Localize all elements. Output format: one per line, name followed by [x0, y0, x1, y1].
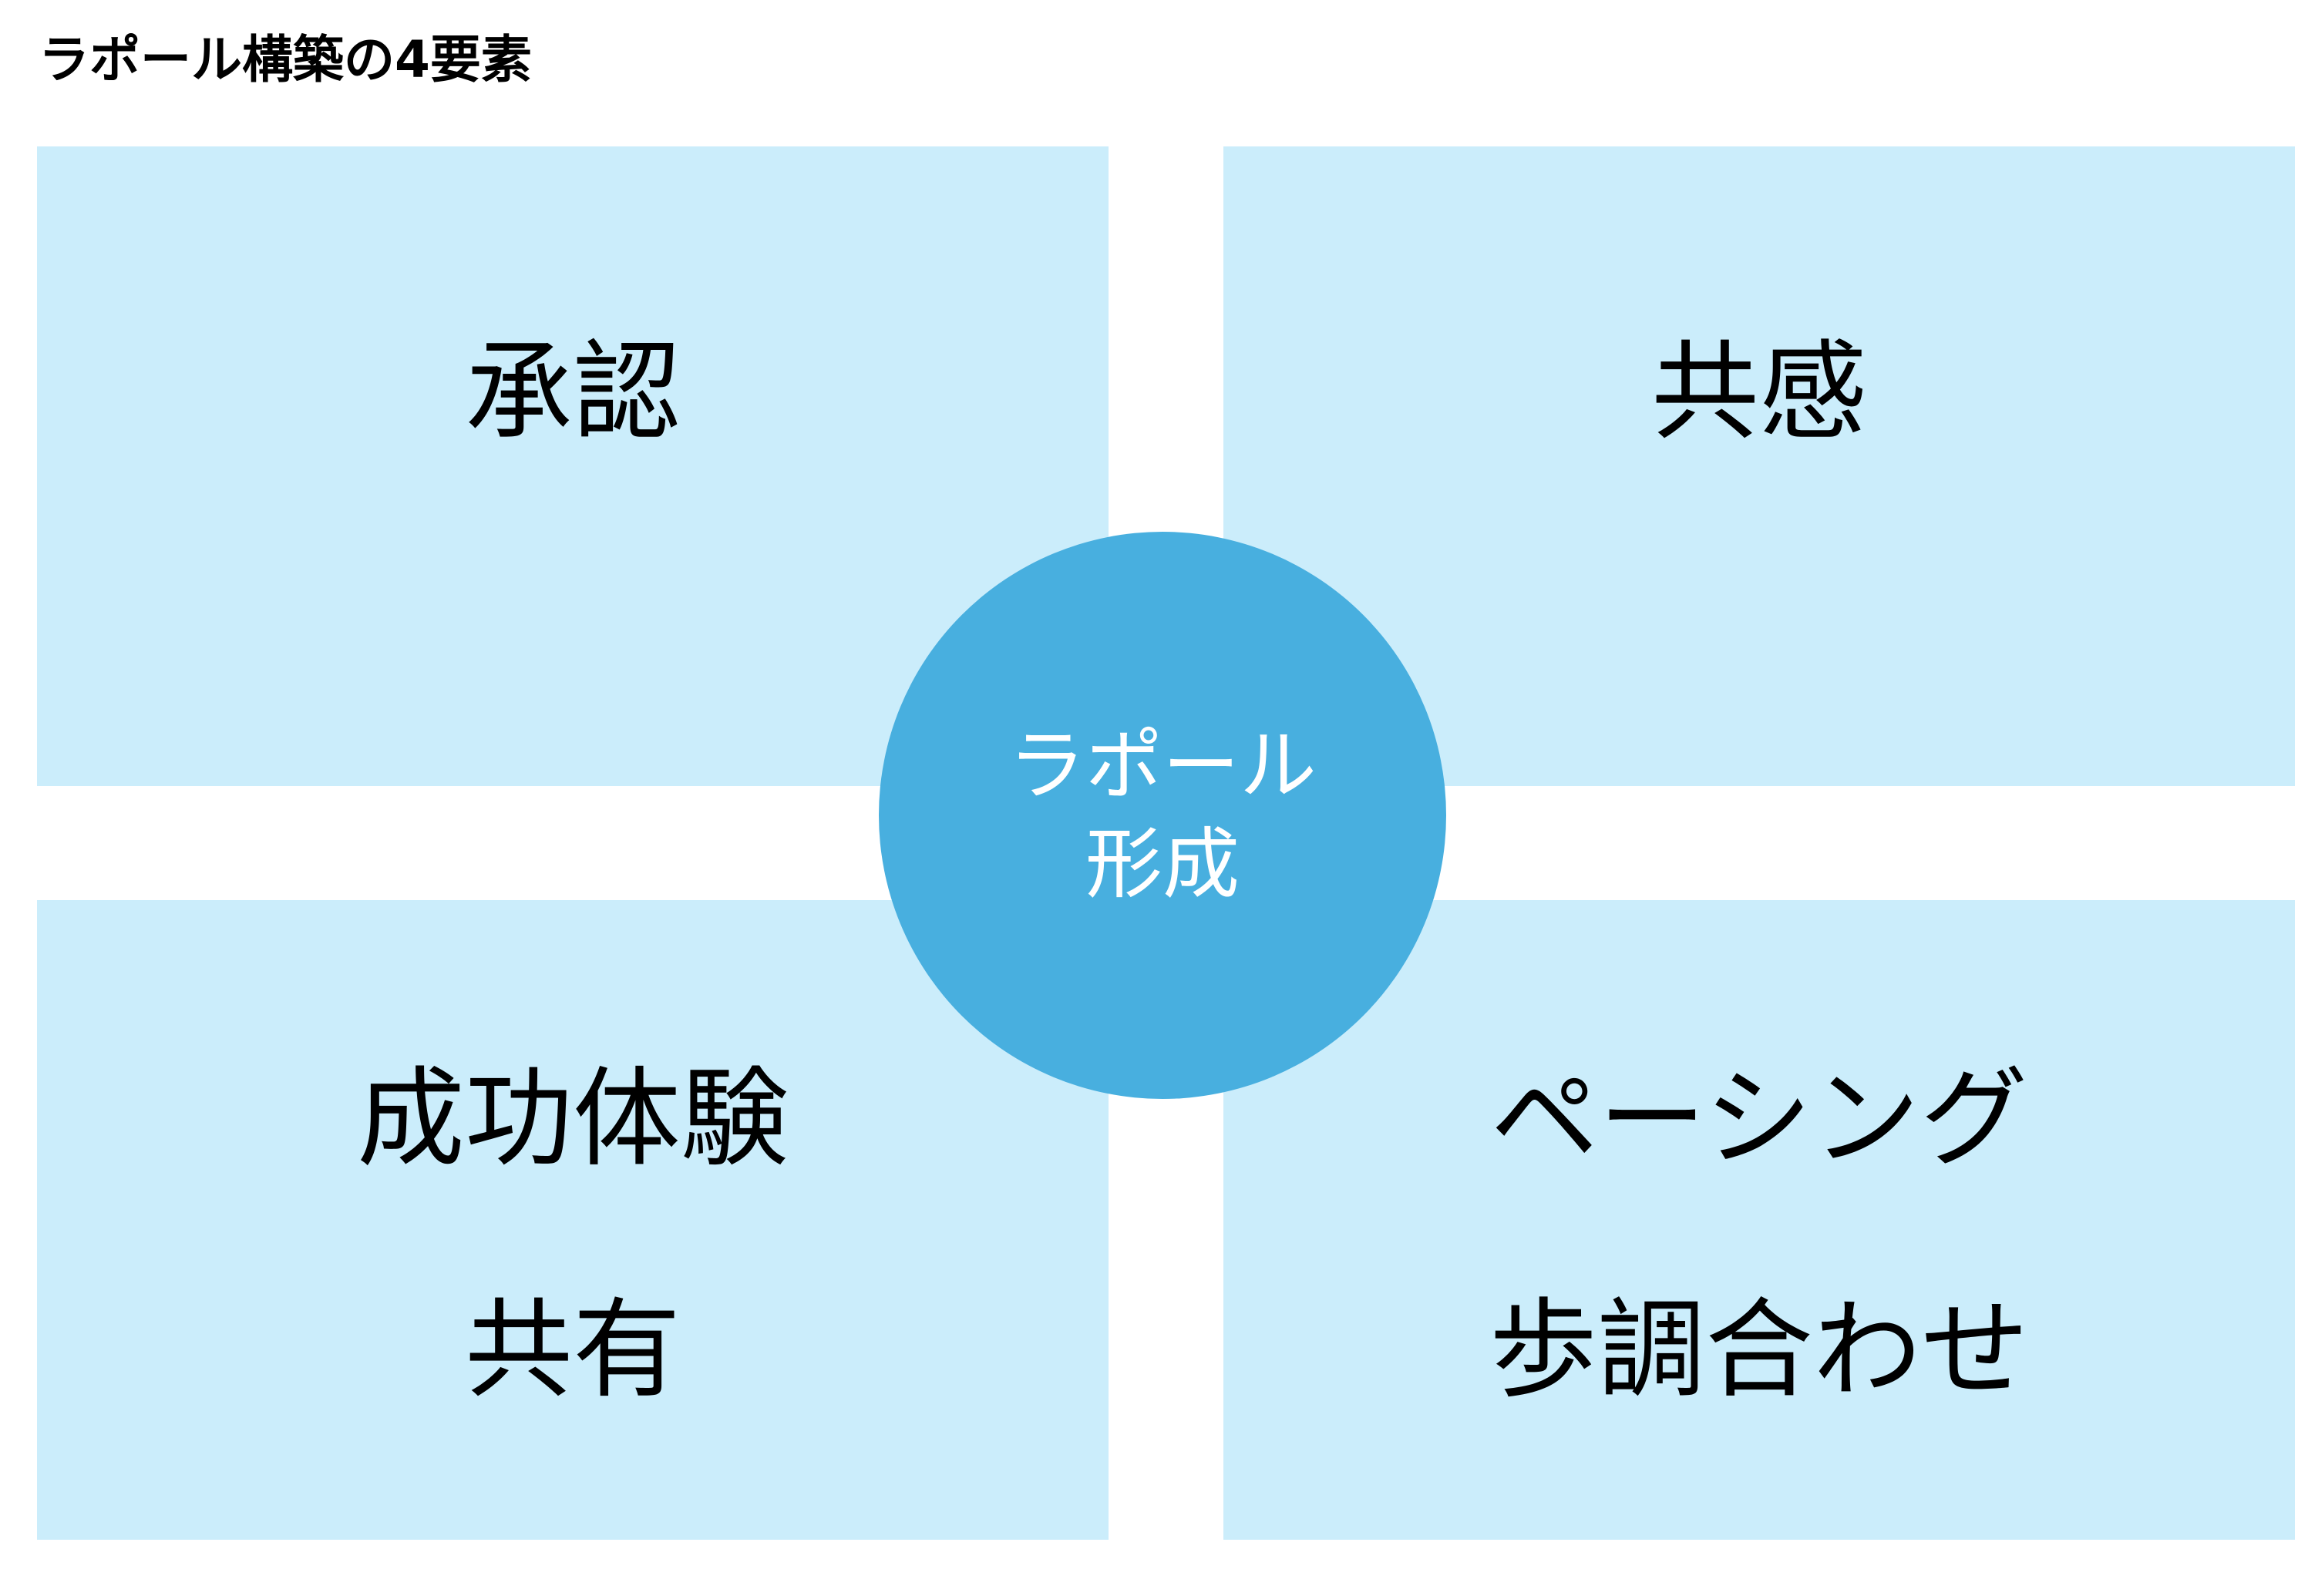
quadrant-sublabel: 共有	[464, 1288, 681, 1413]
center-label: ラポール	[1008, 721, 1317, 811]
center-sublabel: 形成	[1085, 819, 1240, 909]
center-circle: ラポール 形成	[879, 532, 1446, 1099]
quadrant-label: ペーシング	[1490, 1057, 2028, 1182]
quadrant-pacing: ペーシング 歩調合わせ	[1223, 900, 2295, 1540]
quadrant-label: 承認	[464, 330, 681, 455]
quadrant-acknowledgement: 承認	[37, 146, 1109, 786]
quadrant-shared-success: 成功体験 共有	[37, 900, 1109, 1540]
quadrant-sublabel: 歩調合わせ	[1489, 1288, 2029, 1413]
diagram-title: ラポール構築の4要素	[39, 30, 532, 89]
quadrant-label: 共感	[1650, 330, 1867, 455]
quadrant-label: 成功体験	[356, 1057, 789, 1182]
